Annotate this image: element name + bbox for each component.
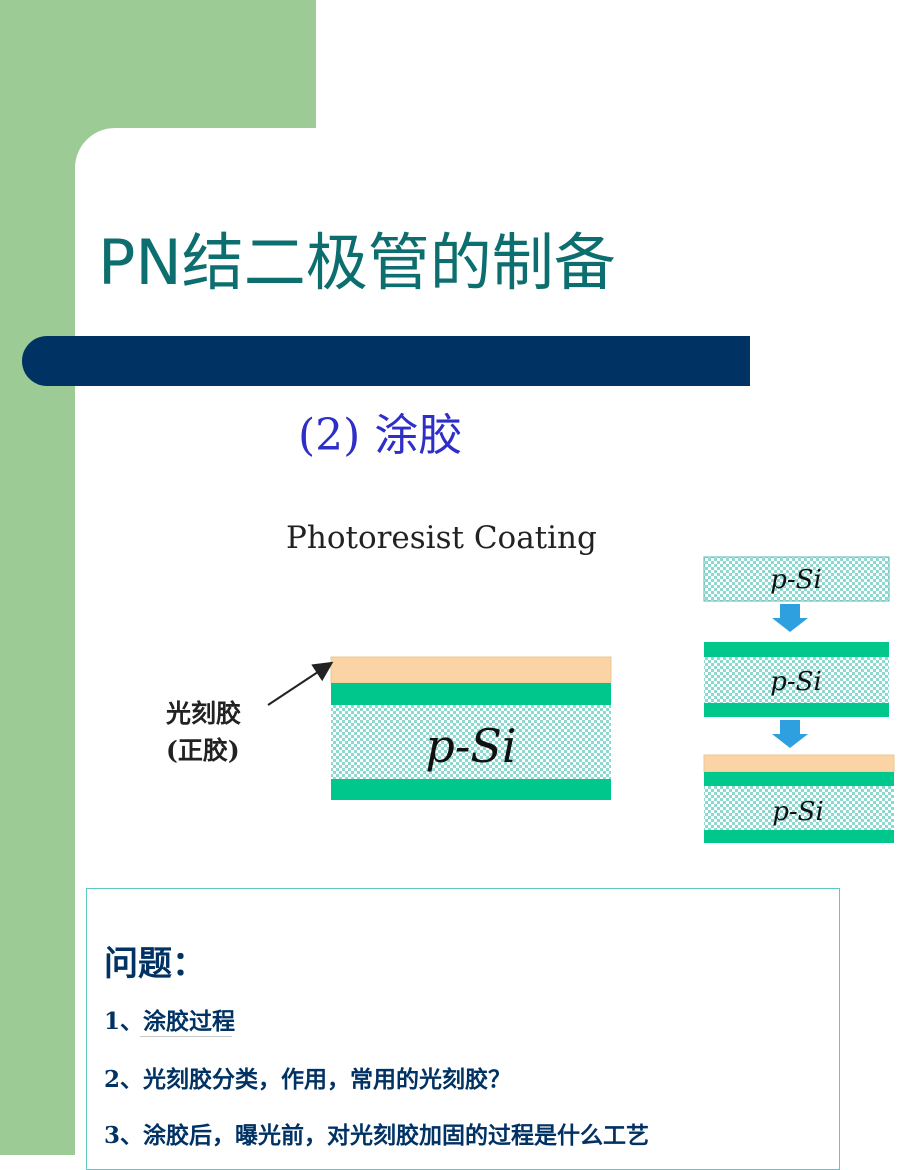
side-stack-2-oxide-bottom bbox=[704, 703, 889, 717]
side-stack-1-silicon bbox=[703, 556, 890, 602]
side-stack-3-label: p-Si bbox=[772, 797, 824, 827]
side-stack-2-oxide-top bbox=[704, 642, 889, 657]
side-stack-2-silicon bbox=[704, 657, 889, 703]
title-underline-bar bbox=[22, 336, 750, 386]
process-arrow-2 bbox=[772, 720, 808, 748]
question-item-2: 2、光刻胶分类，作用，常用的光刻胶？ bbox=[104, 1066, 512, 1093]
process-arrow-1 bbox=[772, 604, 808, 632]
question-item-3: 3、涂胶后，曝光前，对光刻胶加固的过程是什么工艺 bbox=[104, 1122, 650, 1149]
side-stack-3-photoresist bbox=[703, 754, 895, 773]
photoresist-label-line1: 光刻胶 bbox=[166, 699, 242, 728]
slide-title: PN结二极管的制备 bbox=[98, 226, 616, 299]
photoresist-label: 光刻胶 (正胶) bbox=[166, 695, 241, 769]
photoresist-label-line2: (正胶) bbox=[166, 736, 240, 765]
main-stack: p-Si bbox=[330, 656, 612, 800]
questions-box bbox=[86, 888, 840, 1170]
side-stack-3: p-Si bbox=[703, 754, 895, 843]
main-photoresist-layer bbox=[330, 656, 612, 684]
main-oxide-bottom-layer bbox=[331, 779, 611, 800]
side-stack-3-oxide-bottom bbox=[704, 830, 894, 843]
question-item-1-underline bbox=[140, 1036, 232, 1037]
side-stack-2: p-Si bbox=[704, 642, 889, 717]
question-item-1: 1、涂胶过程 bbox=[104, 1008, 236, 1035]
main-stack-label: p-Si bbox=[425, 719, 516, 773]
diagram-title: Photoresist Coating bbox=[286, 520, 597, 556]
main-silicon-layer bbox=[331, 705, 611, 779]
side-stack-1: p-Si bbox=[703, 556, 890, 602]
process-diagram: p-Si p-Si p-Si p-Si bbox=[267, 556, 895, 843]
side-stack-1-label: p-Si bbox=[770, 565, 822, 595]
side-stack-3-silicon bbox=[704, 786, 894, 830]
slide-subtitle: (2) 涂胶 bbox=[298, 410, 463, 461]
label-pointer-arrow bbox=[267, 661, 334, 706]
questions-heading: 问题： bbox=[104, 944, 206, 984]
main-oxide-top-layer bbox=[331, 683, 611, 705]
side-stack-2-label: p-Si bbox=[770, 667, 822, 697]
side-stack-3-oxide-top bbox=[704, 772, 894, 786]
